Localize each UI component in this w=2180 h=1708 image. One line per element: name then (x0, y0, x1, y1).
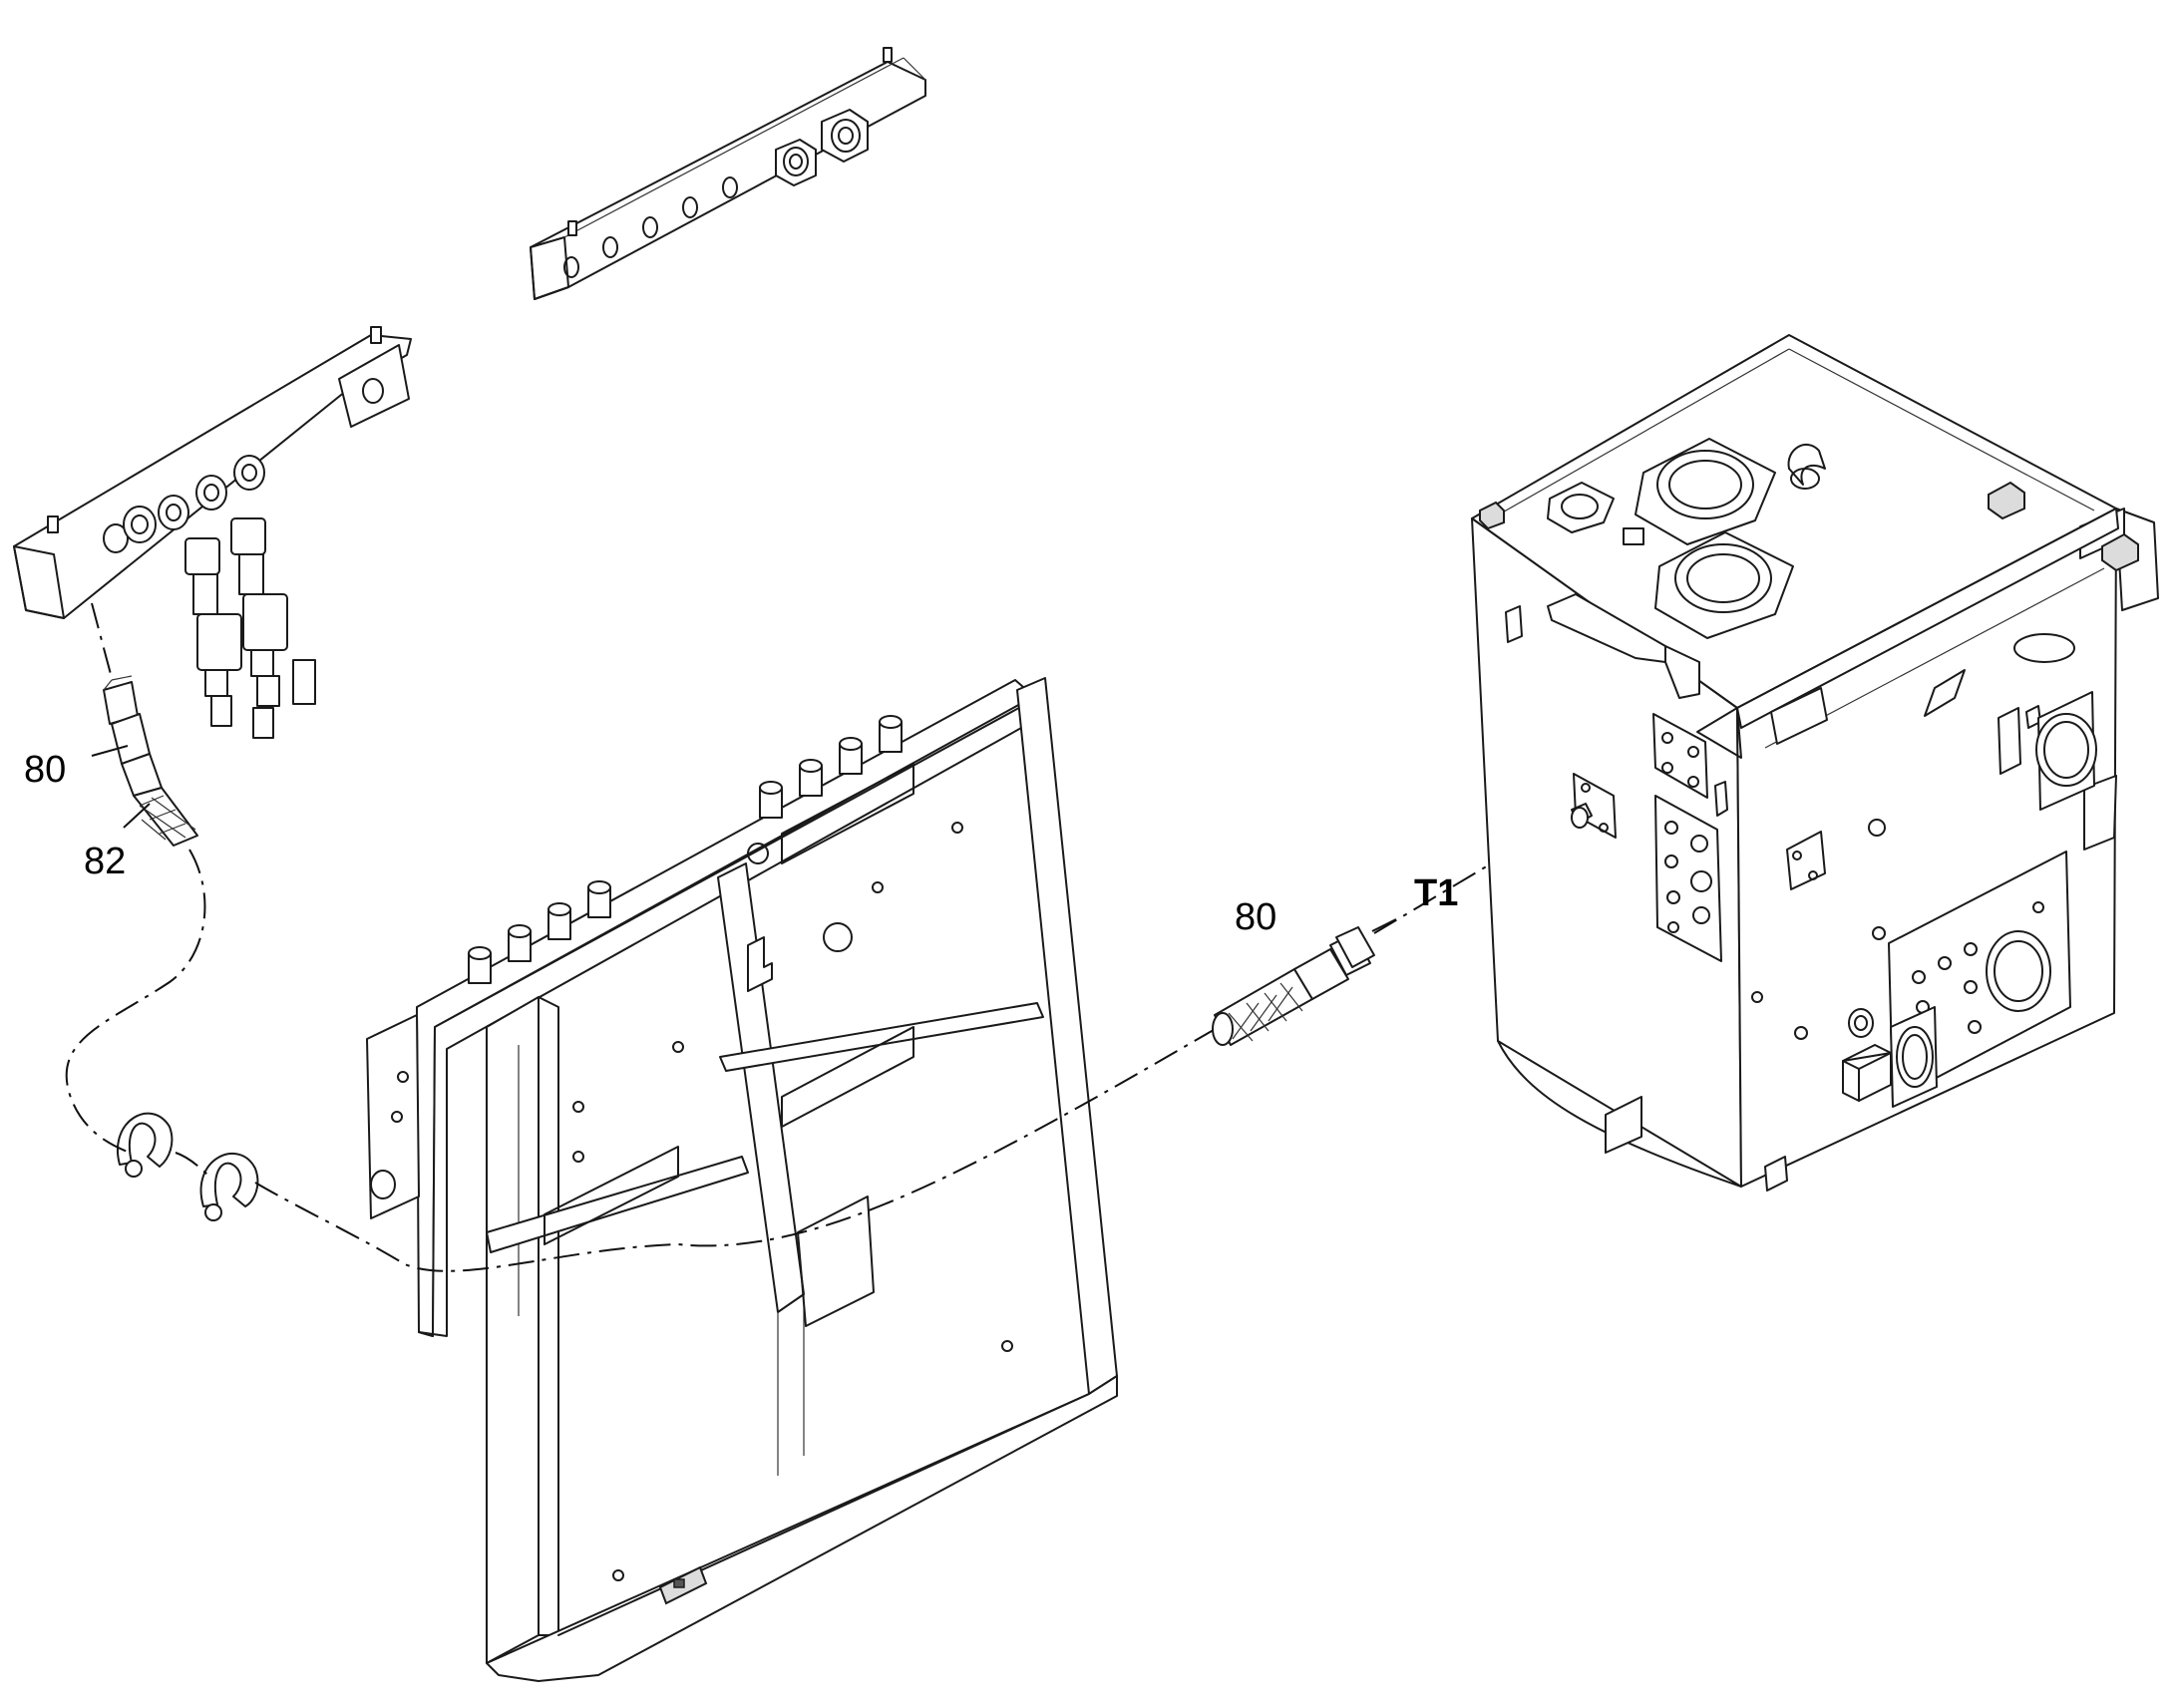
hose-routing-path (65, 602, 1553, 1272)
plug-fitting (1848, 1008, 1874, 1038)
upper-bracket-fitting-2 (821, 109, 869, 163)
valve-row-left (468, 880, 611, 984)
hose-clamp-2 (199, 1152, 259, 1221)
filler-flange-large (1635, 438, 1776, 545)
callout-hose-80-upper: 80 (24, 749, 66, 791)
upper-manifold-bracket (530, 47, 926, 300)
inspection-port (2035, 691, 2097, 811)
hook-fitting (1787, 444, 1826, 490)
left-manifold-bracket (13, 326, 412, 739)
hydraulic-tank (1471, 334, 2159, 1192)
hose-80-lower (1212, 926, 1375, 1046)
central-frame (366, 677, 1118, 1682)
callout-sleeve-82: 82 (84, 841, 126, 882)
valve-row-right (759, 715, 903, 819)
return-flange-large (1654, 531, 1794, 639)
protective-sleeve-82 (133, 787, 198, 847)
hose-80-upper (103, 675, 198, 847)
side-port (1890, 1006, 1938, 1108)
hose-clamp-1 (117, 1112, 174, 1178)
filter-cartridge-pair (184, 517, 316, 739)
callout-hose-80-lower: 80 (1235, 896, 1276, 938)
port-t1-plate (1571, 773, 1617, 839)
callout-port-t1: T1 (1414, 872, 1458, 914)
upper-bracket-fitting-1 (775, 139, 817, 186)
small-flange (1547, 482, 1615, 533)
left-bracket-fitting-row (103, 455, 265, 553)
callout-leaders (91, 745, 1397, 932)
